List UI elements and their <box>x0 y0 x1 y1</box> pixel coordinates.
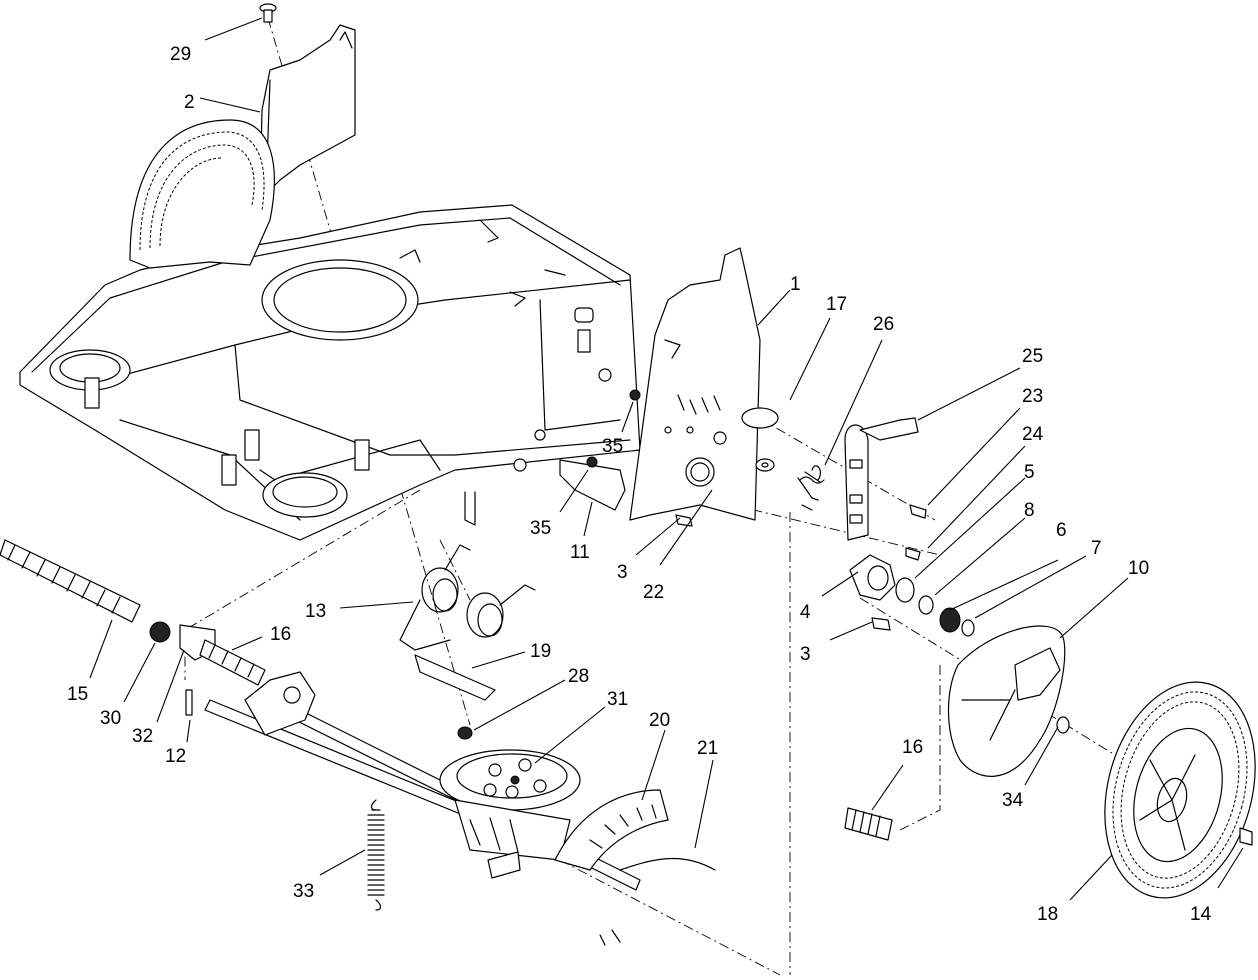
callout-34: 34 <box>1002 790 1024 811</box>
callout-35-lower: 35 <box>530 518 551 539</box>
callout-22: 22 <box>643 582 664 603</box>
wheel-cover-10 <box>947 625 1070 777</box>
callout-11: 11 <box>570 542 590 563</box>
callout-16-right: 16 <box>902 737 923 758</box>
callout-21: 21 <box>697 738 718 759</box>
callout-7: 7 <box>1091 538 1102 559</box>
rear-wheel <box>129 119 275 269</box>
hardware-plate <box>675 407 779 527</box>
side-plate-1 <box>629 247 761 521</box>
callout-20: 20 <box>649 710 670 731</box>
callout-6: 6 <box>1056 520 1067 541</box>
callout-8: 8 <box>1024 500 1035 521</box>
spring-16-right <box>844 807 893 841</box>
wheel-hub-assembly <box>849 504 975 637</box>
callout-12: 12 <box>165 746 186 767</box>
pin-29 <box>259 3 277 23</box>
callout-13: 13 <box>305 601 326 622</box>
callout-3-upper: 3 <box>617 562 628 583</box>
callout-14: 14 <box>1190 904 1212 925</box>
extension-spring-33 <box>367 799 385 911</box>
callout-24: 24 <box>1022 424 1044 445</box>
callout-labels: 29 2 1 17 26 25 23 24 5 8 6 7 10 35 35 1… <box>67 44 1212 925</box>
callout-19: 19 <box>530 641 551 662</box>
callout-25: 25 <box>1022 346 1043 367</box>
callout-18: 18 <box>1037 904 1058 925</box>
callout-3-lower: 3 <box>800 644 811 665</box>
spring-26 <box>797 465 825 511</box>
callout-1: 1 <box>790 274 801 295</box>
torsion-spring-13 <box>399 544 536 740</box>
callout-23: 23 <box>1022 386 1043 407</box>
callout-33: 33 <box>293 881 314 902</box>
height-adjuster-25 <box>844 417 919 541</box>
callout-15: 15 <box>67 684 88 705</box>
callout-35-upper: 35 <box>602 436 623 457</box>
leader-lines <box>89 17 1244 901</box>
callout-32: 32 <box>132 726 153 747</box>
callout-31: 31 <box>607 689 628 710</box>
callout-16-left: 16 <box>270 624 291 645</box>
callout-2: 2 <box>184 92 195 113</box>
callout-10: 10 <box>1128 558 1149 579</box>
rear-axle-assembly <box>204 671 716 946</box>
left-spring-assembly <box>0 539 266 716</box>
callout-17: 17 <box>826 294 847 315</box>
callout-5: 5 <box>1024 462 1035 483</box>
callout-26: 26 <box>873 314 894 335</box>
callout-29: 29 <box>170 44 191 65</box>
front-wheel-18 <box>1104 681 1256 899</box>
callout-28: 28 <box>568 666 589 687</box>
callout-4: 4 <box>800 602 811 623</box>
callout-30: 30 <box>100 708 121 729</box>
bracket-11 <box>559 389 641 511</box>
mower-deck <box>19 204 641 541</box>
